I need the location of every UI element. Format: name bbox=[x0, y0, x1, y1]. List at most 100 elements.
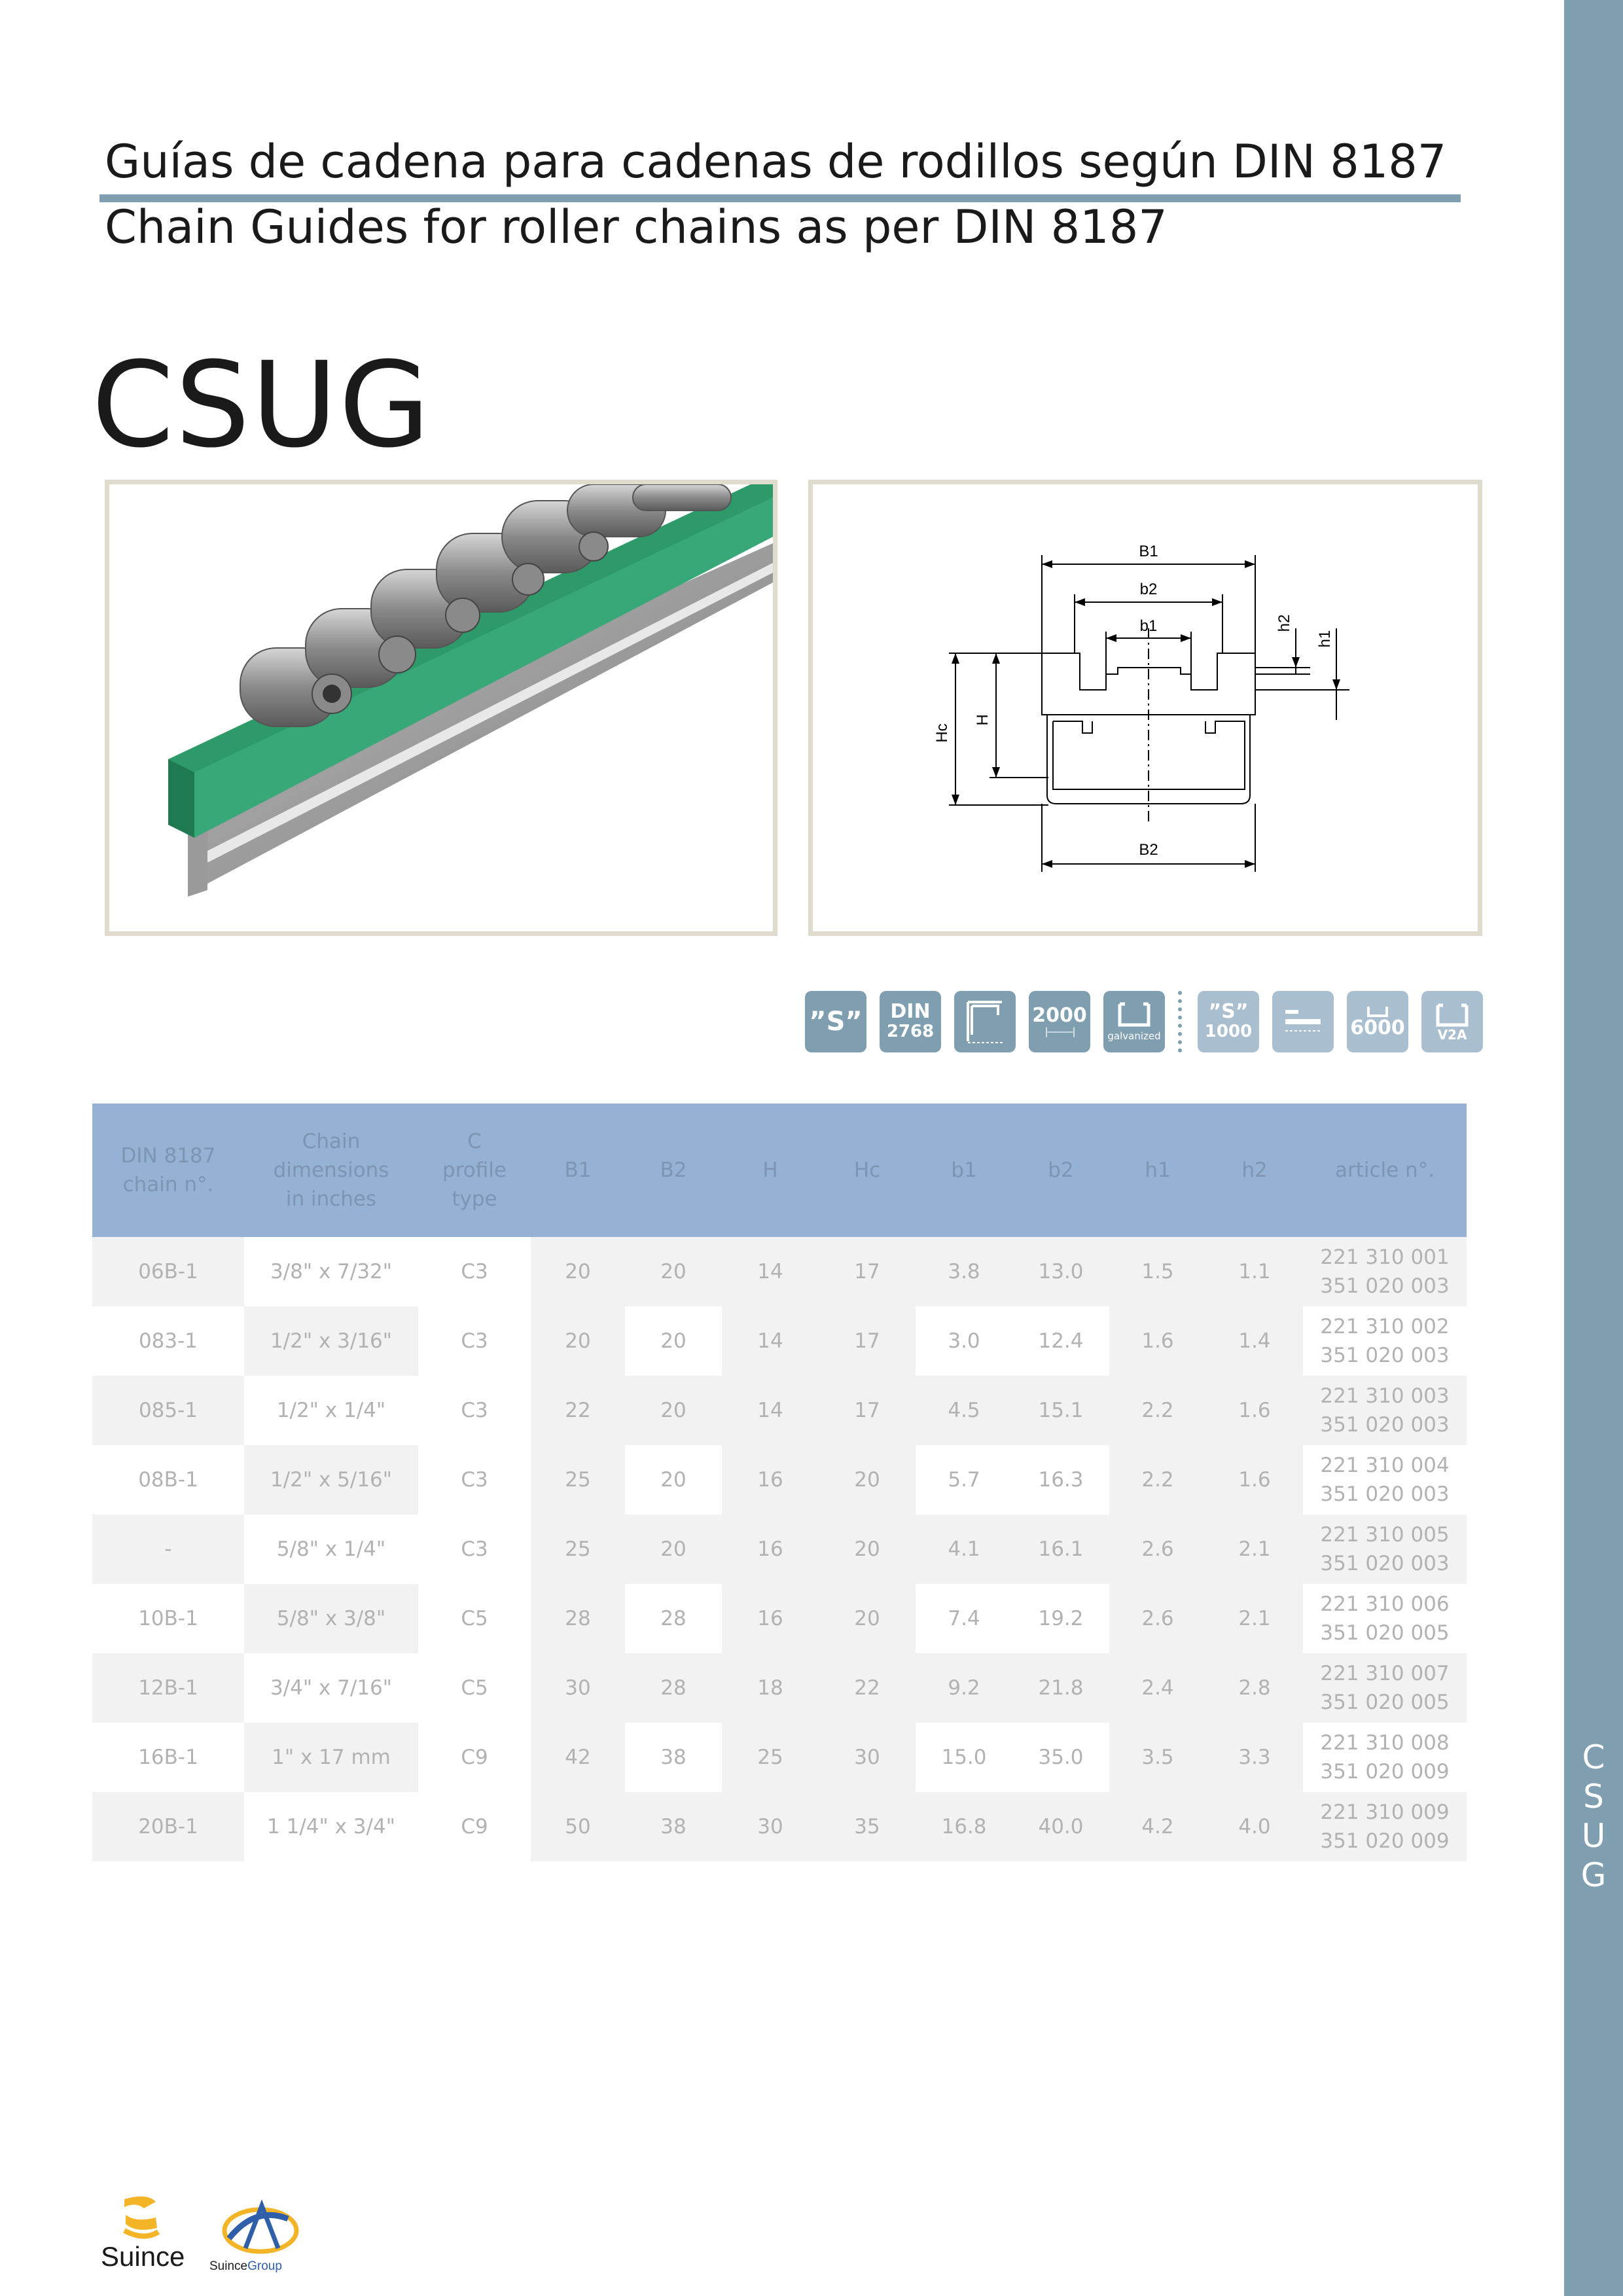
cell-h1: 1.5 bbox=[1109, 1237, 1206, 1306]
cell-h: 16 bbox=[722, 1515, 819, 1584]
cell-profile: C3 bbox=[418, 1376, 531, 1445]
cell-b2: 20 bbox=[625, 1306, 722, 1376]
cell-b1: 30 bbox=[531, 1653, 625, 1723]
cell-chain: 085-1 bbox=[92, 1376, 244, 1445]
header-article-no: article n°. bbox=[1303, 1103, 1467, 1237]
label-Hc: Hc bbox=[933, 723, 951, 742]
article-number-1: 221 310 007 bbox=[1320, 1662, 1450, 1685]
s-1000-badge: ”S” 1000 bbox=[1198, 991, 1259, 1052]
cell-b2: 21.8 bbox=[1012, 1653, 1109, 1723]
cell-h: 25 bbox=[722, 1723, 819, 1792]
header-h1: h1 bbox=[1109, 1103, 1206, 1237]
label-B1: B1 bbox=[1139, 543, 1158, 560]
cell-chain: - bbox=[92, 1515, 244, 1584]
logo-text-suince: Suince bbox=[101, 2241, 185, 2272]
cell-b2: 40.0 bbox=[1012, 1792, 1109, 1861]
cell-profile: C5 bbox=[418, 1584, 531, 1653]
header-B2: B2 bbox=[625, 1103, 722, 1237]
cell-h: 18 bbox=[722, 1653, 819, 1723]
cell-b1: 28 bbox=[531, 1584, 625, 1653]
cell-b1: 3.0 bbox=[916, 1306, 1012, 1376]
cell-b2: 16.1 bbox=[1012, 1515, 1109, 1584]
cell-hc: 20 bbox=[819, 1445, 916, 1515]
cell-b2: 38 bbox=[625, 1723, 722, 1792]
cell-hc: 20 bbox=[819, 1584, 916, 1653]
cell-b2: 19.2 bbox=[1012, 1584, 1109, 1653]
cell-dims: 1" x 17 mm bbox=[244, 1723, 418, 1792]
sidebar-band: C S U G bbox=[1564, 0, 1623, 2296]
cell-b1: 25 bbox=[531, 1515, 625, 1584]
cell-b1: 5.7 bbox=[916, 1445, 1012, 1515]
cell-h2: 4.0 bbox=[1206, 1792, 1303, 1861]
title-divider bbox=[99, 194, 1461, 202]
cell-profile: C9 bbox=[418, 1723, 531, 1792]
article-number-2: 351 020 005 bbox=[1320, 1621, 1450, 1645]
cell-b1: 4.1 bbox=[916, 1515, 1012, 1584]
cell-h: 14 bbox=[722, 1237, 819, 1306]
article-number-2: 351 020 009 bbox=[1320, 1760, 1450, 1784]
c-profile-v2a-icon bbox=[1436, 1003, 1469, 1027]
label-b1: b1 bbox=[1140, 617, 1158, 635]
article-number-2: 351 020 003 bbox=[1320, 1413, 1450, 1437]
cell-b2: 20 bbox=[625, 1515, 722, 1584]
cell-h2: 3.3 bbox=[1206, 1723, 1303, 1792]
cell-b2: 38 bbox=[625, 1792, 722, 1861]
cell-h1: 2.2 bbox=[1109, 1376, 1206, 1445]
badge-divider bbox=[1178, 991, 1182, 1052]
cell-article-no: 221 310 003 351 020 003 bbox=[1303, 1376, 1467, 1445]
cell-chain: 06B-1 bbox=[92, 1237, 244, 1306]
header-chain-dimensions: Chain dimensions in inches bbox=[244, 1103, 418, 1237]
article-number-1: 221 310 003 bbox=[1320, 1384, 1450, 1408]
c-profile-icon bbox=[1118, 1002, 1150, 1027]
cell-chain: 083-1 bbox=[92, 1306, 244, 1376]
cell-chain: 16B-1 bbox=[92, 1723, 244, 1792]
article-number-1: 221 310 001 bbox=[1320, 1246, 1450, 1269]
article-number-1: 221 310 009 bbox=[1320, 1801, 1450, 1824]
cell-dims: 3/4" x 7/16" bbox=[244, 1653, 418, 1723]
sidebar-letter: G bbox=[1580, 1856, 1607, 1894]
article-number-1: 221 310 008 bbox=[1320, 1731, 1450, 1755]
product-code: CSUG bbox=[92, 337, 432, 474]
cell-b1: 9.2 bbox=[916, 1653, 1012, 1723]
suince-logo: Suince SuinceGroup bbox=[98, 2193, 321, 2280]
label-h2: h2 bbox=[1275, 615, 1293, 632]
cell-b2: 35.0 bbox=[1012, 1723, 1109, 1792]
cell-b1: 20 bbox=[531, 1237, 625, 1306]
cell-chain: 10B-1 bbox=[92, 1584, 244, 1653]
title-english: Chain Guides for roller chains as per DI… bbox=[105, 200, 1168, 254]
cell-b1: 15.0 bbox=[916, 1723, 1012, 1792]
sidebar-letter: S bbox=[1583, 1778, 1604, 1816]
label-b2: b2 bbox=[1140, 581, 1158, 598]
cell-dims: 1/2" x 3/16" bbox=[244, 1306, 418, 1376]
galvanized-badge: galvanized bbox=[1103, 991, 1165, 1052]
length-6000-badge: 6000 bbox=[1347, 991, 1408, 1052]
cell-hc: 17 bbox=[819, 1306, 916, 1376]
cell-chain: 20B-1 bbox=[92, 1792, 244, 1861]
label-B2: B2 bbox=[1139, 841, 1158, 859]
article-number-2: 351 020 003 bbox=[1320, 1552, 1450, 1575]
cell-b1: 20 bbox=[531, 1306, 625, 1376]
cell-h2: 1.6 bbox=[1206, 1445, 1303, 1515]
cell-h2: 2.1 bbox=[1206, 1584, 1303, 1653]
cell-h1: 2.2 bbox=[1109, 1445, 1206, 1515]
cell-h2: 2.8 bbox=[1206, 1653, 1303, 1723]
cell-h: 14 bbox=[722, 1306, 819, 1376]
cell-profile: C9 bbox=[418, 1792, 531, 1861]
cell-hc: 22 bbox=[819, 1653, 916, 1723]
title-spanish: Guías de cadena para cadenas de rodillos… bbox=[105, 135, 1447, 188]
sidebar-letter: U bbox=[1581, 1817, 1606, 1855]
article-number-2: 351 020 003 bbox=[1320, 1482, 1450, 1506]
cell-b2: 15.1 bbox=[1012, 1376, 1109, 1445]
cell-h1: 1.6 bbox=[1109, 1306, 1206, 1376]
v2a-badge: V2A bbox=[1421, 991, 1483, 1052]
cell-hc: 20 bbox=[819, 1515, 916, 1584]
cell-dims: 5/8" x 3/8" bbox=[244, 1584, 418, 1653]
